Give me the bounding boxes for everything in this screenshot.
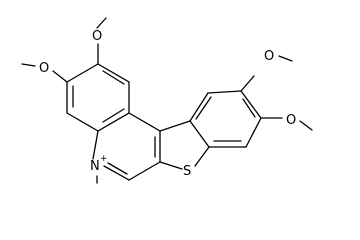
- bond: [21, 63, 36, 67]
- bond: [194, 146, 210, 167]
- thiophene-ring: [159, 120, 210, 170]
- structure-canvas: O O O O N + S: [21, 17, 313, 184]
- bond: [189, 92, 209, 122]
- bond: [52, 70, 68, 83]
- oxygen-label: O: [92, 29, 102, 44]
- nitrogen-label: N: [90, 159, 100, 174]
- bond: [128, 112, 161, 132]
- double-bond-inner: [102, 108, 125, 123]
- sulfur-label: S: [183, 164, 191, 179]
- bond: [92, 130, 99, 160]
- pyridinium-ring: [92, 112, 161, 181]
- double-bond-inner: [195, 96, 212, 120]
- bond: [97, 63, 130, 83]
- oxygen-label: O: [264, 49, 274, 64]
- bond: [66, 63, 99, 83]
- bond: [189, 120, 210, 148]
- bond: [128, 161, 161, 181]
- right-benzene-ring: [189, 90, 262, 148]
- double-bond-inner: [102, 70, 125, 85]
- left-benzene-ring: [66, 63, 130, 132]
- bond: [159, 120, 191, 132]
- bond: [207, 90, 242, 94]
- double-bond-inner: [242, 98, 256, 118]
- bond: [278, 55, 293, 62]
- oxygen-label: O: [286, 113, 296, 128]
- bond: [245, 117, 262, 148]
- bond: [66, 112, 99, 132]
- double-bond-inner: [107, 162, 128, 175]
- bond: [240, 75, 255, 92]
- bond: [103, 165, 130, 181]
- methoxy-bonds: [21, 17, 313, 131]
- bond: [159, 161, 183, 170]
- bond: [97, 112, 130, 132]
- oxygen-label: O: [39, 61, 49, 76]
- positive-charge: +: [100, 154, 108, 164]
- bond: [240, 90, 262, 119]
- bond: [299, 120, 313, 131]
- structure-svg: O O O O N + S: [21, 17, 313, 184]
- bond: [96, 17, 107, 29]
